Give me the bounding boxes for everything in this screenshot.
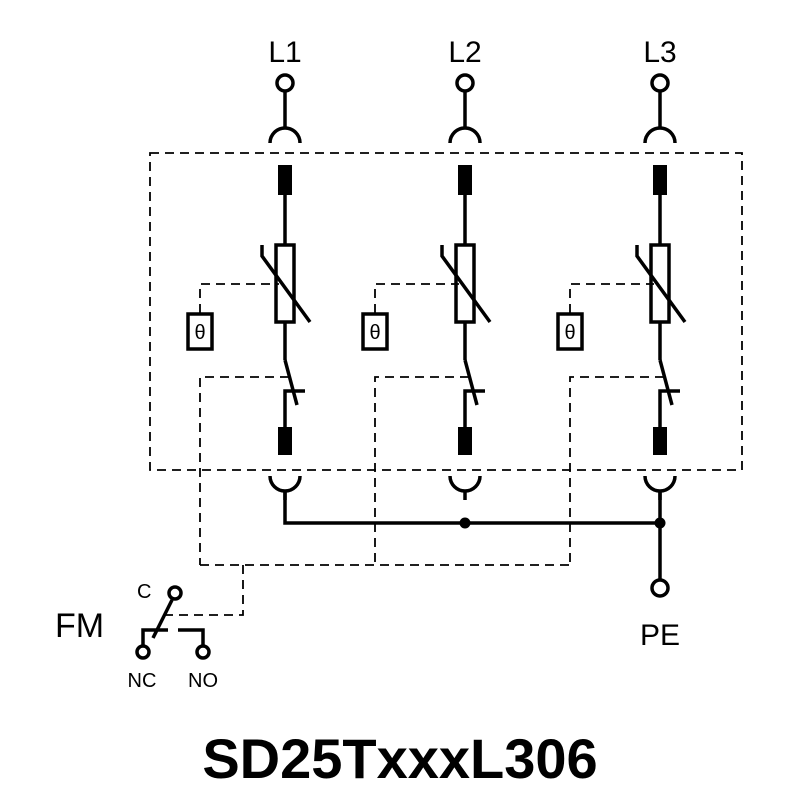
- fm-label: FM: [55, 607, 104, 645]
- line-terminal: [650, 73, 670, 93]
- fm-no-contact: [178, 628, 205, 646]
- connector-block: [458, 427, 472, 455]
- pe-label: PE: [640, 619, 680, 652]
- thermal-link: [199, 283, 279, 313]
- phase-label: L2: [448, 36, 481, 69]
- connector-block: [458, 165, 472, 195]
- thermal-link: [569, 376, 664, 565]
- phase-2: L2 θ: [361, 36, 492, 565]
- thermal-symbol: θ: [564, 322, 575, 344]
- varistor-slash: [260, 245, 312, 324]
- switch-contact: [283, 389, 305, 427]
- fm-switch-blade: [151, 599, 174, 639]
- phase-label: L1: [268, 36, 301, 69]
- junction-dot: [459, 517, 471, 529]
- fm-nc-terminal: [135, 644, 151, 660]
- pe-terminal: [650, 578, 670, 598]
- thermal-link: [199, 376, 289, 565]
- thermal-fuse: [186, 312, 214, 351]
- plug-socket-bottom: [448, 475, 482, 493]
- varistor-slash: [440, 245, 492, 324]
- device-enclosure: [149, 152, 743, 471]
- disconnector-switch: [658, 359, 674, 406]
- phase-1: L1 θ: [186, 36, 312, 565]
- fm-link: [160, 565, 244, 616]
- disconnector-switch: [463, 359, 479, 406]
- ground-bus: [283, 490, 660, 525]
- fm-common-terminal: [167, 585, 183, 601]
- fm-common-label: C: [137, 581, 151, 603]
- thermal-symbol: θ: [369, 322, 380, 344]
- line-terminal: [455, 73, 475, 93]
- plug-socket-bottom: [268, 475, 302, 493]
- plug-socket-top: [448, 126, 482, 144]
- line-terminal: [275, 73, 295, 93]
- thermal-fuse: [556, 312, 584, 351]
- fm-no-label: NO: [188, 670, 218, 692]
- thermal-fuse: [361, 312, 389, 351]
- thermal-link: [374, 376, 469, 565]
- switch-contact: [463, 389, 485, 427]
- plug-socket-bottom: [643, 475, 677, 493]
- fm-nc-label: NC: [128, 670, 157, 692]
- varistor-slash: [635, 245, 687, 324]
- fm-nc-contact: [141, 628, 168, 646]
- connector-block: [653, 165, 667, 195]
- thermal-link: [374, 283, 459, 313]
- disconnector-switch: [283, 359, 299, 406]
- plug-socket-top: [643, 126, 677, 144]
- plug-socket-top: [268, 126, 302, 144]
- connector-block: [653, 427, 667, 455]
- phase-label: L3: [643, 36, 676, 69]
- connector-block: [278, 165, 292, 195]
- thermal-symbol: θ: [194, 322, 205, 344]
- fm-no-terminal: [195, 644, 211, 660]
- switch-contact: [658, 389, 680, 427]
- phase-3: L3 θ: [556, 36, 687, 565]
- thermal-link: [569, 283, 654, 313]
- model-title: SD25TxxxL306: [202, 727, 597, 790]
- connector-block: [278, 427, 292, 455]
